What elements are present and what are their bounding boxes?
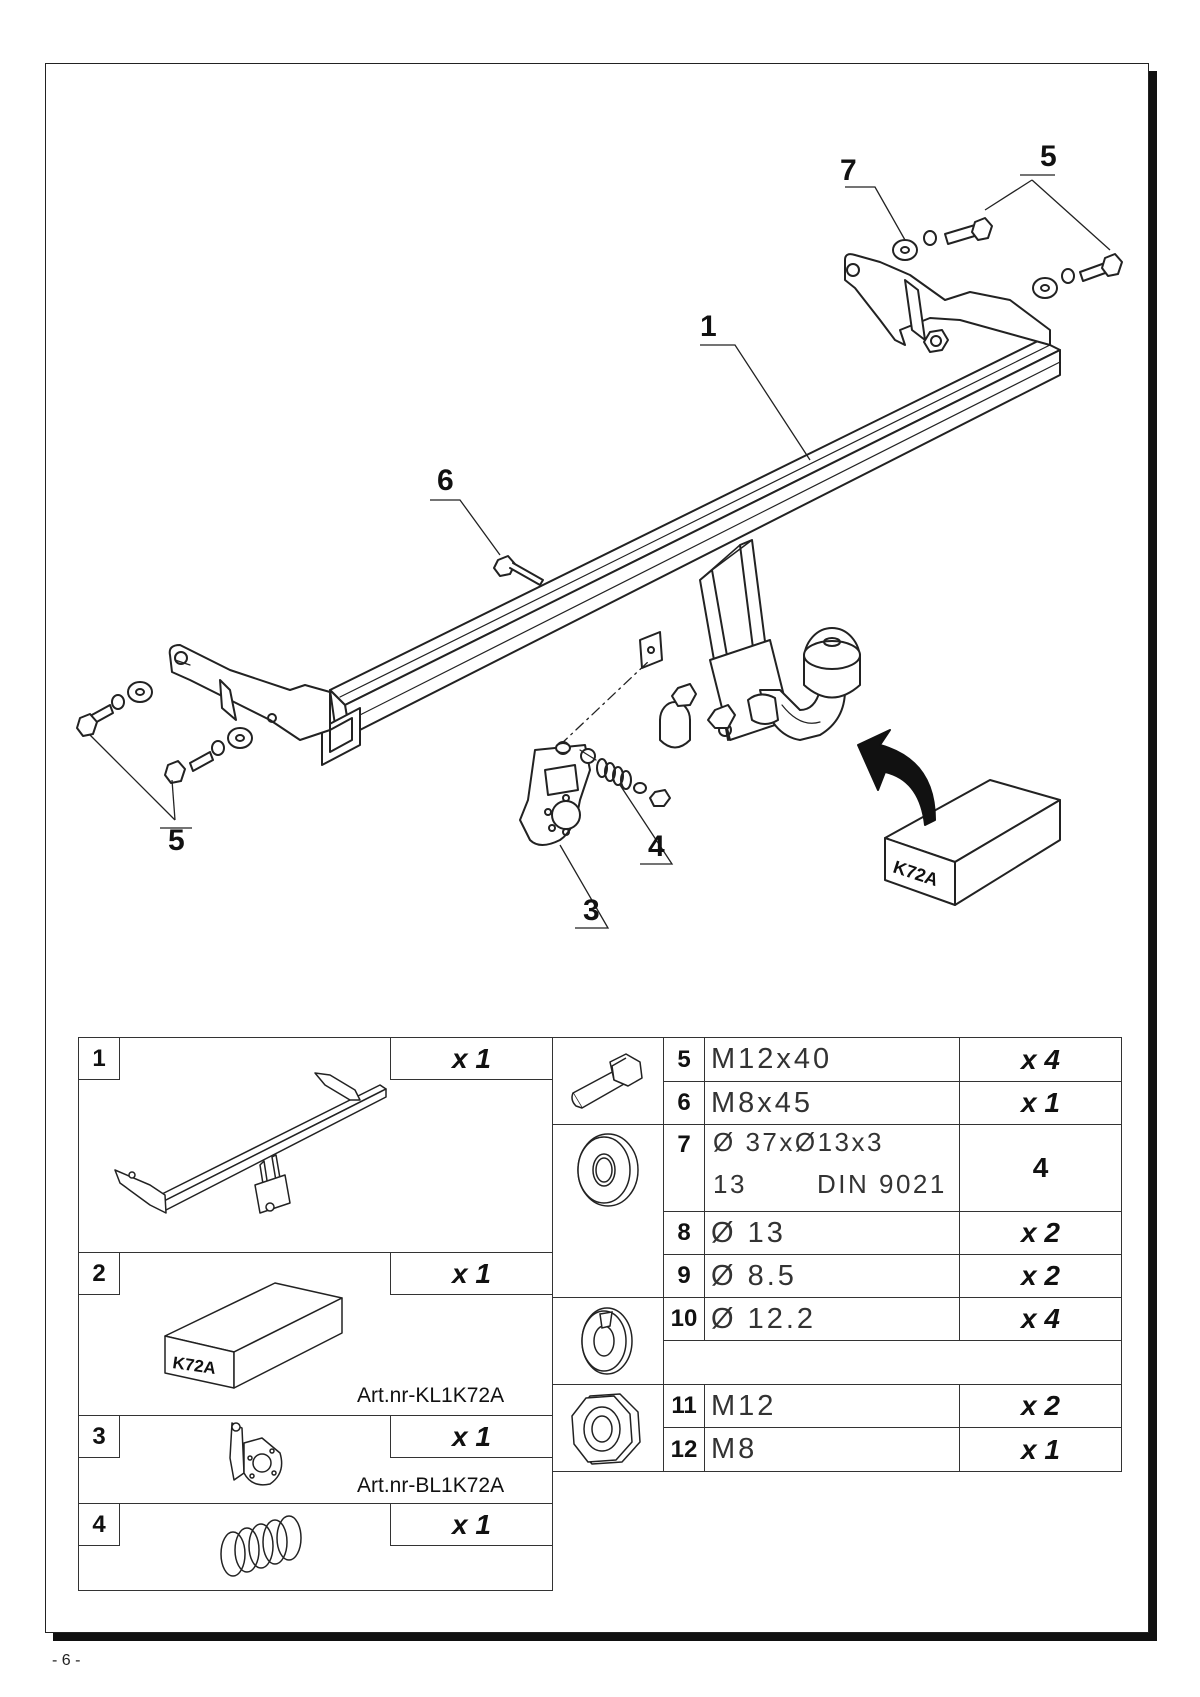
- spring: [596, 758, 671, 807]
- part-quantity: x 1: [959, 1427, 1122, 1472]
- part-quantity: x 1: [959, 1081, 1122, 1125]
- callout-3: 3: [583, 894, 600, 927]
- part-spec: M8: [704, 1427, 960, 1472]
- bolt-icon: [571, 1053, 643, 1109]
- part-number: 1: [78, 1037, 120, 1080]
- socket-plate: [519, 741, 597, 846]
- left-bracket: [168, 644, 331, 741]
- article-number: Art.nr-KL1K72A: [357, 1384, 505, 1407]
- part-quantity: 4: [959, 1124, 1122, 1212]
- part-quantity: x 4: [959, 1037, 1122, 1082]
- part-spec: Ø 13: [704, 1211, 960, 1255]
- part-quantity: x 2: [959, 1384, 1122, 1428]
- part-quantity: x 2: [959, 1254, 1122, 1298]
- part-spec: Ø 12.2: [704, 1297, 960, 1341]
- right-fasteners-upper: [892, 217, 993, 261]
- part-spec-line2a: 13: [713, 1169, 747, 1199]
- part-number: 11: [663, 1384, 705, 1428]
- part-number: 8: [663, 1211, 705, 1255]
- part-number: 7: [663, 1124, 705, 1212]
- towball: [747, 627, 861, 741]
- small-plate: [639, 631, 663, 669]
- article-number: Art.nr-BL1K72A: [357, 1474, 505, 1497]
- part-number: 3: [78, 1415, 120, 1458]
- part-quantity: x 1: [390, 1503, 553, 1546]
- wiring-kit-box: [884, 779, 1061, 906]
- callout-5-left: 5: [168, 824, 185, 857]
- part-spec: M12: [704, 1384, 960, 1428]
- part-spec-line2b: DIN 9021: [817, 1169, 947, 1199]
- part-quantity: x 2: [959, 1211, 1122, 1255]
- part-number: 4: [78, 1503, 120, 1546]
- page-number: - 6 -: [52, 1652, 81, 1669]
- socket-plate-thumbnail-icon: [229, 1422, 283, 1486]
- bolt-m8: [493, 555, 544, 586]
- part-number: 12: [663, 1427, 705, 1472]
- part-quantity: x 4: [959, 1297, 1122, 1341]
- ball-cap: [659, 683, 697, 749]
- right-bracket: [844, 253, 1051, 353]
- part-number: 10: [663, 1297, 705, 1341]
- wiring-box-thumbnail-icon: K72A: [164, 1282, 343, 1389]
- part-quantity: x 1: [390, 1037, 553, 1080]
- callout-6: 6: [437, 464, 454, 497]
- callout-7: 7: [840, 154, 857, 187]
- part-number: 6: [663, 1081, 705, 1125]
- hex-nut-icon: [571, 1393, 641, 1465]
- spring-thumbnail-icon: [220, 1515, 302, 1577]
- exploded-view-diagram: 1 6 7 5 5 4 3 K72A: [76, 140, 1123, 929]
- part-spec: Ø 8.5: [704, 1254, 960, 1298]
- part-spec-line1: Ø 37xØ13x3: [713, 1127, 884, 1157]
- crossbar-thumbnail-icon: [114, 1072, 387, 1214]
- left-fasteners-upper: [76, 681, 153, 737]
- part-spec: M12x40: [704, 1037, 960, 1082]
- washer-icon: [577, 1133, 639, 1207]
- left-fasteners-lower: [164, 727, 253, 784]
- part-number: 9: [663, 1254, 705, 1298]
- callout-4: 4: [648, 830, 665, 863]
- part-number: 2: [78, 1252, 120, 1295]
- part-spec: M8x45: [704, 1081, 960, 1125]
- callout-5-right: 5: [1040, 140, 1057, 173]
- spring-washer-icon: [581, 1307, 633, 1375]
- install-arrow: [857, 729, 936, 826]
- right-fasteners-lower: [1032, 253, 1123, 299]
- callout-1: 1: [700, 310, 717, 343]
- part-spec-multiline: Ø 37xØ13x3 13 DIN 9021: [704, 1124, 960, 1212]
- part-quantity: x 1: [390, 1252, 553, 1295]
- crossbar-tube: [321, 339, 1061, 766]
- part-number: 5: [663, 1037, 705, 1082]
- part-quantity: x 1: [390, 1415, 553, 1458]
